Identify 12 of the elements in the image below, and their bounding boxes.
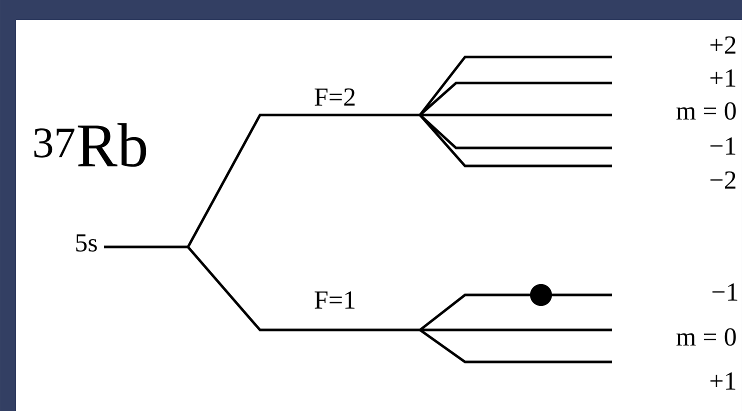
sublevel-label: m = 0 (676, 102, 736, 120)
sublevel-label: −1 (710, 137, 736, 155)
level-label: F=2 (314, 88, 355, 106)
sublevel-label: +2 (710, 36, 736, 54)
element-label: $^{37}$Rb (34, 123, 146, 167)
level-label: F=1 (314, 291, 354, 309)
sublevel-label: m = 0 (676, 328, 736, 346)
sublevel-label: +1 (710, 69, 736, 87)
sublevel-label: −2 (710, 171, 736, 189)
level-label: 5s (76, 234, 97, 252)
sublevel-label: +1 (710, 372, 736, 390)
sublevel-label: −1 (712, 283, 738, 301)
